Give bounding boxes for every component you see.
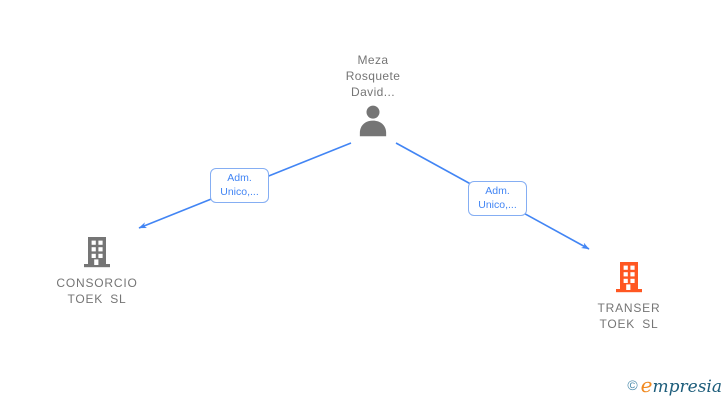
edge-label-left[interactable]: Adm. Unico,...	[210, 168, 269, 203]
building-icon	[616, 262, 642, 293]
person-node[interactable]: Meza Rosquete David...	[303, 52, 443, 144]
edge-label-line: Unico,...	[478, 199, 517, 211]
company-name-line: TRANSER	[597, 301, 661, 315]
edge-label-line: Adm.	[485, 185, 510, 197]
person-name: Meza Rosquete David...	[303, 52, 443, 100]
company-name-line: CONSORCIO	[56, 276, 138, 290]
company-name-line: TOEK SL	[599, 317, 659, 331]
edge-label-line: Unico,...	[220, 186, 259, 198]
person-name-line: David...	[351, 85, 395, 99]
copyright-icon: ©	[627, 377, 638, 393]
company-name: CONSORCIO TOEK SL	[32, 275, 162, 307]
edge-label-line: Adm.	[227, 172, 252, 184]
person-icon	[359, 105, 387, 137]
company-name-line: TOEK SL	[67, 292, 127, 306]
building-icon	[84, 237, 110, 268]
company-node-transer[interactable]: TRANSER TOEK SL	[564, 261, 694, 332]
brand-text-e: e	[640, 373, 653, 397]
empresia-logo: ©empresia	[627, 373, 722, 397]
company-node-consorcio[interactable]: CONSORCIO TOEK SL	[32, 236, 162, 307]
edge-label-right[interactable]: Adm. Unico,...	[468, 181, 527, 216]
person-name-line: Meza	[357, 53, 389, 67]
company-name: TRANSER TOEK SL	[564, 300, 694, 332]
person-name-line: Rosquete	[345, 69, 401, 83]
brand-text: mpresia	[652, 377, 723, 397]
